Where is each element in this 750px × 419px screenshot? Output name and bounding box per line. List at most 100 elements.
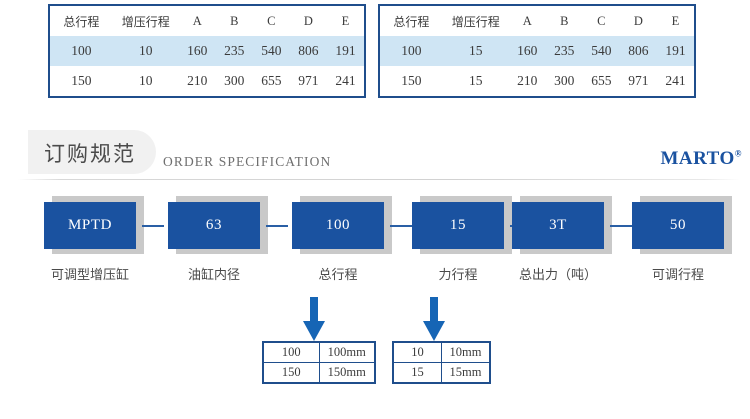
cell-d: 806 — [289, 36, 327, 66]
cell-c: 655 — [591, 73, 612, 88]
total-stroke-options-table: 100 100mm 150 150mm — [262, 341, 376, 384]
flow-node-adjustable-stroke[interactable]: 50 可调行程 — [632, 196, 732, 283]
cell-code: 100 — [264, 343, 320, 363]
title-plate-background — [28, 130, 156, 174]
cell-b: 300 — [224, 73, 245, 88]
node-value: 50 — [632, 202, 724, 249]
node-label: 总行程 — [318, 268, 358, 283]
node-value: 15 — [412, 202, 504, 249]
force-stroke-options-table: 10 10mm 15 15mm — [392, 341, 491, 384]
cell-a: 210 — [517, 73, 538, 88]
table-row: 150 150mm — [264, 362, 374, 382]
cell-c: 540 — [582, 36, 620, 66]
node-value: 3T — [512, 202, 604, 249]
cell-a: 210 — [187, 73, 208, 88]
cell-meaning: 100mm — [318, 343, 374, 363]
flow-node-series[interactable]: MPTD 可调型增压缸 — [44, 196, 144, 283]
cell-total-stroke: 100 — [50, 36, 113, 66]
cell-total-stroke: 150 — [401, 73, 422, 88]
brand-logo: MARTO® — [660, 148, 742, 170]
col-header-a: A — [522, 13, 532, 28]
connector-line — [610, 225, 632, 227]
col-header-a: A — [192, 13, 202, 28]
col-header-d: D — [303, 13, 313, 28]
arrow-head — [423, 321, 445, 341]
page-subtitle: ORDER SPECIFICATION — [163, 154, 332, 169]
table-row: 15 15mm — [394, 362, 489, 382]
table-header-row: 总行程 增压行程 A B C D E — [380, 6, 694, 36]
node-label: 力行程 — [438, 268, 478, 283]
model-code-flow: MPTD 可调型增压缸 63 油缸内径 100 总行程 15 力行程 3T 总出… — [0, 196, 750, 296]
table-row: 150 15 210 300 655 971 241 — [380, 66, 694, 96]
cell-code: 150 — [264, 362, 320, 382]
cell-a: 160 — [508, 36, 546, 66]
connector-line — [142, 225, 164, 227]
col-header-c: C — [267, 13, 276, 28]
col-header-b: B — [230, 13, 239, 28]
page-title: 订购规范 — [44, 142, 136, 166]
cell-d: 806 — [619, 36, 657, 66]
flow-node-output-force[interactable]: 3T 总出力（吨） — [512, 196, 612, 283]
arrow-stem — [310, 297, 318, 323]
table-row: 100 100mm — [264, 343, 374, 363]
registered-mark-icon: ® — [734, 148, 742, 159]
cell-total-stroke: 100 — [380, 36, 443, 66]
cell-d: 971 — [298, 73, 319, 88]
node-label: 可调型增压缸 — [50, 268, 129, 283]
connector-line — [266, 225, 288, 227]
flow-node-total-stroke[interactable]: 100 总行程 — [292, 196, 392, 283]
flow-node-bore[interactable]: 63 油缸内径 — [168, 196, 268, 283]
arrow-down-icon-total-stroke — [303, 297, 325, 341]
spec-table-1: 总行程 增压行程 A B C D E 100 10 160 235 540 80… — [48, 4, 366, 98]
arrow-down-icon-force-stroke — [423, 297, 445, 341]
node-value: MPTD — [44, 202, 136, 249]
cell-meaning: 15mm — [441, 362, 489, 382]
node-value: 100 — [292, 202, 384, 249]
cell-boost-stroke: 15 — [442, 36, 509, 66]
col-header-total-stroke: 总行程 — [393, 14, 430, 29]
col-header-e: E — [671, 13, 680, 28]
section-header: 订购规范 ORDER SPECIFICATION MARTO® — [0, 128, 750, 183]
table-row: 150 10 210 300 655 971 241 — [50, 66, 364, 96]
node-label: 油缸内径 — [187, 268, 240, 283]
cell-boost-stroke: 15 — [469, 73, 483, 88]
node-label: 总出力（吨） — [518, 268, 597, 283]
cell-boost-stroke: 10 — [112, 36, 179, 66]
table-row: 100 15 160 235 540 806 191 — [380, 36, 694, 66]
cell-b: 235 — [545, 36, 583, 66]
cell-code: 10 — [394, 343, 442, 363]
arrow-stem — [430, 297, 438, 323]
cell-e: 241 — [665, 73, 686, 88]
cell-meaning: 150mm — [318, 362, 374, 382]
table-row: 10 10mm — [394, 343, 489, 363]
node-label: 可调行程 — [651, 268, 704, 283]
col-header-boost-stroke: 增压行程 — [121, 14, 170, 29]
cell-meaning: 10mm — [441, 343, 489, 363]
col-header-e: E — [341, 13, 350, 28]
arrow-head — [303, 321, 325, 341]
cell-code: 15 — [394, 362, 442, 382]
col-header-total-stroke: 总行程 — [63, 14, 100, 29]
cell-b: 235 — [215, 36, 253, 66]
table-row: 100 10 160 235 540 806 191 — [50, 36, 364, 66]
cell-d: 971 — [628, 73, 649, 88]
node-value: 63 — [168, 202, 260, 249]
header-divider — [18, 179, 740, 180]
col-header-c: C — [597, 13, 606, 28]
cell-boost-stroke: 10 — [139, 73, 153, 88]
col-header-b: B — [560, 13, 569, 28]
cell-c: 540 — [252, 36, 290, 66]
table-header-row: 总行程 增压行程 A B C D E — [50, 6, 364, 36]
flow-node-force-stroke[interactable]: 15 力行程 — [412, 196, 512, 283]
cell-e: 191 — [326, 36, 364, 66]
spec-table-2: 总行程 增压行程 A B C D E 100 15 160 235 540 80… — [378, 4, 696, 98]
cell-total-stroke: 150 — [71, 73, 92, 88]
col-header-boost-stroke: 增压行程 — [451, 14, 500, 29]
cell-b: 300 — [554, 73, 575, 88]
cell-c: 655 — [261, 73, 282, 88]
cell-a: 160 — [178, 36, 216, 66]
col-header-d: D — [633, 13, 643, 28]
brand-name: MARTO — [660, 148, 735, 169]
connector-line — [390, 225, 412, 227]
